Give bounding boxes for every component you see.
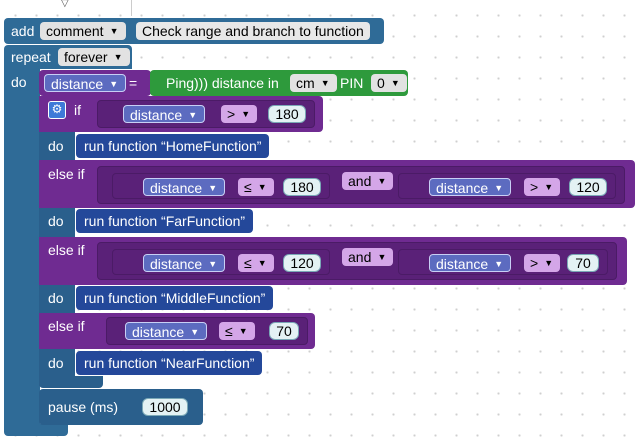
repeat-mode-dropdown[interactable]: forever▼ [58, 48, 130, 66]
assign-variable-dropdown[interactable]: distance▼ [44, 74, 127, 92]
pin-dropdown[interactable]: 0▼ [371, 74, 407, 92]
cond3a-slot: distance▼ ≤▼ 120 [112, 249, 330, 275]
comment-dropdown[interactable]: comment▼ [40, 22, 126, 40]
cond3a-operator[interactable]: ≤▼ [238, 254, 274, 272]
cond2b-operator[interactable]: >▼ [524, 178, 561, 196]
chevron-down-icon: ▼ [390, 78, 400, 88]
cond2b-slot: distance▼ >▼ 120 [398, 173, 616, 199]
repeat-bottom [4, 424, 68, 436]
chevron-down-icon: ▼ [109, 79, 119, 89]
repeat-do-label: do [11, 74, 27, 90]
chevron-down-icon: ▼ [109, 26, 119, 36]
do-label-4: do [48, 355, 64, 371]
chevron-down-icon: ▼ [494, 183, 504, 193]
cond2a-variable[interactable]: distance▼ [143, 178, 226, 196]
cond1-slot: distance▼ >▼ 180 [97, 100, 315, 128]
chevron-down-icon: ▼ [544, 258, 554, 268]
if-block-bottom [39, 376, 103, 388]
cond3b-value[interactable]: 70 [567, 254, 599, 272]
cond4-variable[interactable]: distance▼ [125, 322, 208, 340]
else-if-label-2: else if [48, 166, 85, 182]
pause-label: pause (ms) [48, 399, 119, 415]
if-label: if [74, 102, 81, 118]
chevron-down-icon: ▼ [190, 327, 200, 337]
chevron-down-icon: ▼ [320, 78, 330, 88]
gear-icon[interactable]: ⚙ [48, 101, 66, 119]
pause-value[interactable]: 1000 [142, 398, 188, 416]
repeat-label: repeat [11, 49, 51, 65]
chevron-down-icon: ▼ [241, 109, 251, 119]
cond1-operator[interactable]: >▼ [221, 105, 258, 123]
chevron-down-icon: ▼ [208, 183, 218, 193]
comment-text-field[interactable]: Check range and branch to function [136, 22, 370, 40]
cond3b-variable[interactable]: distance▼ [429, 254, 512, 272]
cond1-value[interactable]: 180 [268, 105, 306, 123]
call-middle-function[interactable]: run function “MiddleFunction” [76, 286, 274, 310]
do-label-2: do [48, 213, 64, 229]
cond3-join-dropdown[interactable]: and▼ [342, 248, 394, 266]
pause-block[interactable]: pause (ms) 1000 [39, 389, 203, 425]
comment-add-label: add [11, 23, 35, 39]
pin-label: PIN [340, 75, 364, 91]
cond3a-variable[interactable]: distance▼ [143, 254, 226, 272]
call-home-function[interactable]: run function “HomeFunction” [76, 134, 270, 158]
divider-line [131, 0, 132, 16]
cond4-slot: distance▼ ≤▼ 70 [106, 317, 308, 345]
cond3-slot: distance▼ ≤▼ 120 and▼ distance▼ >▼ 70 [97, 242, 617, 280]
do-label-1: do [48, 138, 64, 154]
chevron-down-icon: ▼ [257, 182, 267, 192]
call-near-function[interactable]: run function “NearFunction” [76, 351, 263, 375]
else-if-label-3: else if [48, 242, 85, 258]
cond2a-slot: distance▼ ≤▼ 180 [112, 173, 330, 199]
cond4-value[interactable]: 70 [269, 322, 299, 340]
else-if-label-4: else if [48, 318, 85, 334]
chevron-down-icon: ▼ [257, 258, 267, 268]
cond2b-value[interactable]: 120 [569, 178, 607, 196]
repeat-spine [4, 68, 40, 432]
collapse-triangle-icon: ▽ [61, 0, 69, 9]
chevron-down-icon: ▼ [113, 52, 123, 62]
ping-sensor-block[interactable]: Ping))) distance in cm▼ PIN 0▼ [150, 70, 408, 96]
chevron-down-icon: ▼ [377, 252, 387, 262]
cond3b-slot: distance▼ >▼ 70 [398, 249, 608, 275]
do-label-3: do [48, 290, 64, 306]
cond3b-operator[interactable]: >▼ [524, 254, 561, 272]
assign-block[interactable]: distance▼ = [39, 70, 151, 96]
cond2-slot: distance▼ ≤▼ 180 and▼ distance▼ >▼ 120 [97, 166, 625, 204]
cond2b-variable[interactable]: distance▼ [429, 178, 512, 196]
comment-block[interactable]: add comment▼ Check range and branch to f… [4, 18, 384, 44]
chevron-down-icon: ▼ [544, 182, 554, 192]
cond3a-value[interactable]: 120 [283, 254, 321, 272]
call-far-function[interactable]: run function “FarFunction” [76, 209, 254, 233]
chevron-down-icon: ▼ [238, 326, 248, 336]
cond2a-value[interactable]: 180 [283, 178, 321, 196]
cond4-operator[interactable]: ≤▼ [219, 322, 255, 340]
chevron-down-icon: ▼ [377, 176, 387, 186]
ping-label: Ping))) distance in [166, 75, 279, 91]
chevron-down-icon: ▼ [208, 259, 218, 269]
cond1-variable[interactable]: distance▼ [123, 105, 206, 123]
cond2a-operator[interactable]: ≤▼ [238, 178, 274, 196]
repeat-block[interactable]: repeat forever▼ [4, 45, 132, 69]
unit-dropdown[interactable]: cm▼ [290, 74, 337, 92]
cond2-join-dropdown[interactable]: and▼ [342, 172, 394, 190]
assign-equals: = [129, 75, 138, 91]
chevron-down-icon: ▼ [494, 259, 504, 269]
chevron-down-icon: ▼ [188, 110, 198, 120]
